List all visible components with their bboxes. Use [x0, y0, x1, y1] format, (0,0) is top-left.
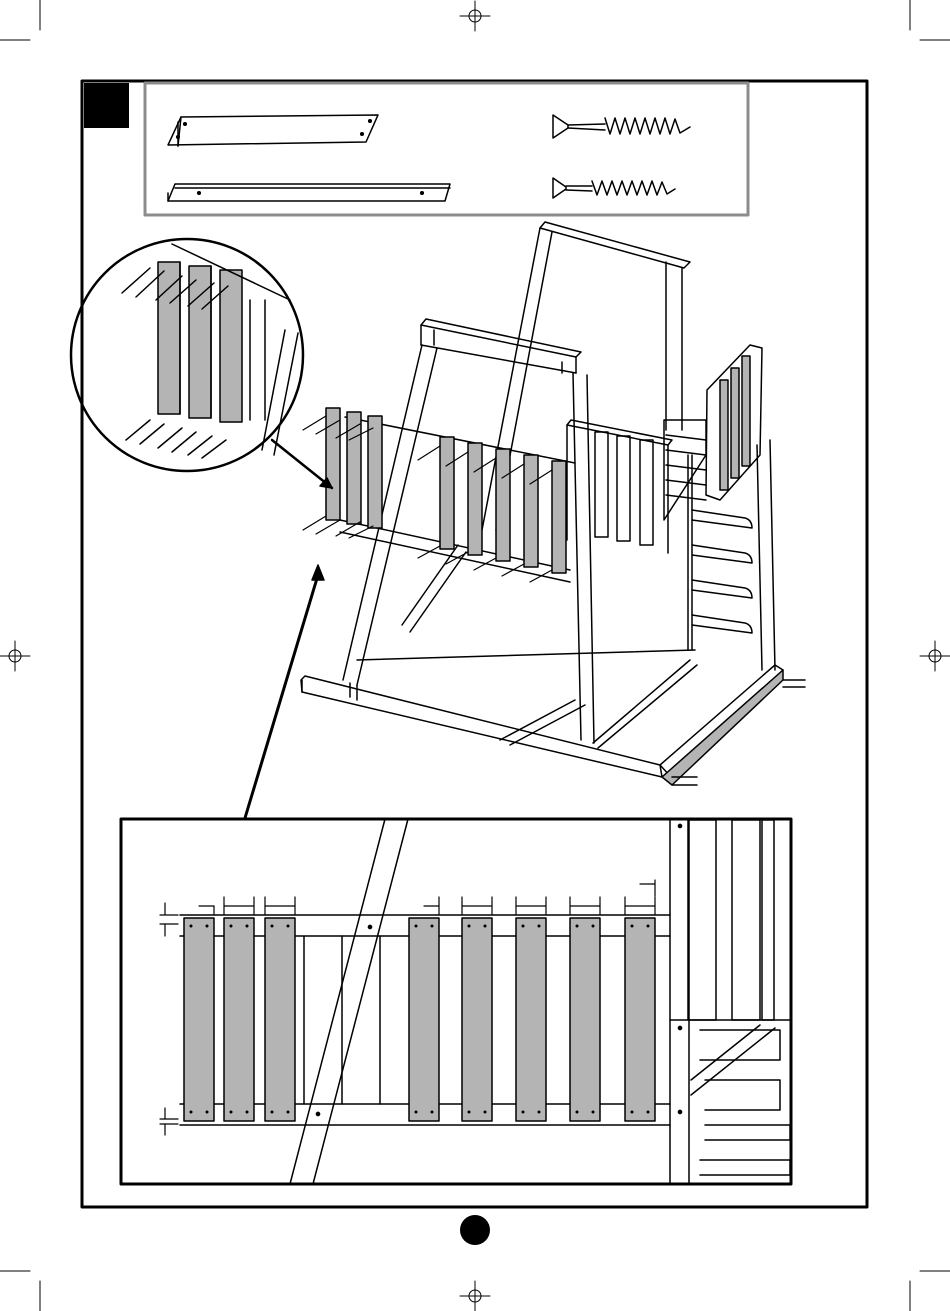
long-board-icon	[168, 184, 450, 201]
play-structure	[301, 222, 805, 785]
detail-panel-8	[625, 918, 655, 1121]
detail-panel-4	[409, 918, 439, 1121]
detail-panel-2	[224, 918, 254, 1121]
detail-pointer-arrow	[245, 565, 324, 818]
registration-mark-top	[460, 1, 490, 31]
short-board-icon	[168, 115, 378, 146]
detail-panel-7	[570, 918, 600, 1121]
panel-front-right-5	[552, 461, 566, 573]
panel-front-right-2	[468, 443, 482, 555]
panel-front-left-1	[326, 408, 340, 520]
panel-front-right-4	[524, 455, 538, 567]
detail-panel-5	[462, 918, 492, 1121]
panel-front-left-2	[347, 412, 361, 524]
registration-mark-right	[920, 641, 950, 671]
registration-mark-left	[0, 641, 30, 671]
long-screw-icon	[553, 115, 690, 138]
detail-panel-1	[184, 918, 214, 1121]
detail-panel-6	[516, 918, 546, 1121]
panel-front-left-3	[368, 416, 382, 528]
step-number-box	[84, 83, 129, 128]
page-number-badge	[460, 1215, 490, 1245]
short-screw-icon	[553, 178, 675, 198]
registration-mark-bottom	[460, 1281, 490, 1311]
detail-panels	[184, 918, 655, 1121]
zoom-callout	[71, 239, 332, 488]
detail-view	[121, 819, 791, 1184]
detail-panel-3	[265, 918, 295, 1121]
panel-front-right-1	[440, 437, 454, 549]
panel-front-right-3	[496, 449, 510, 561]
